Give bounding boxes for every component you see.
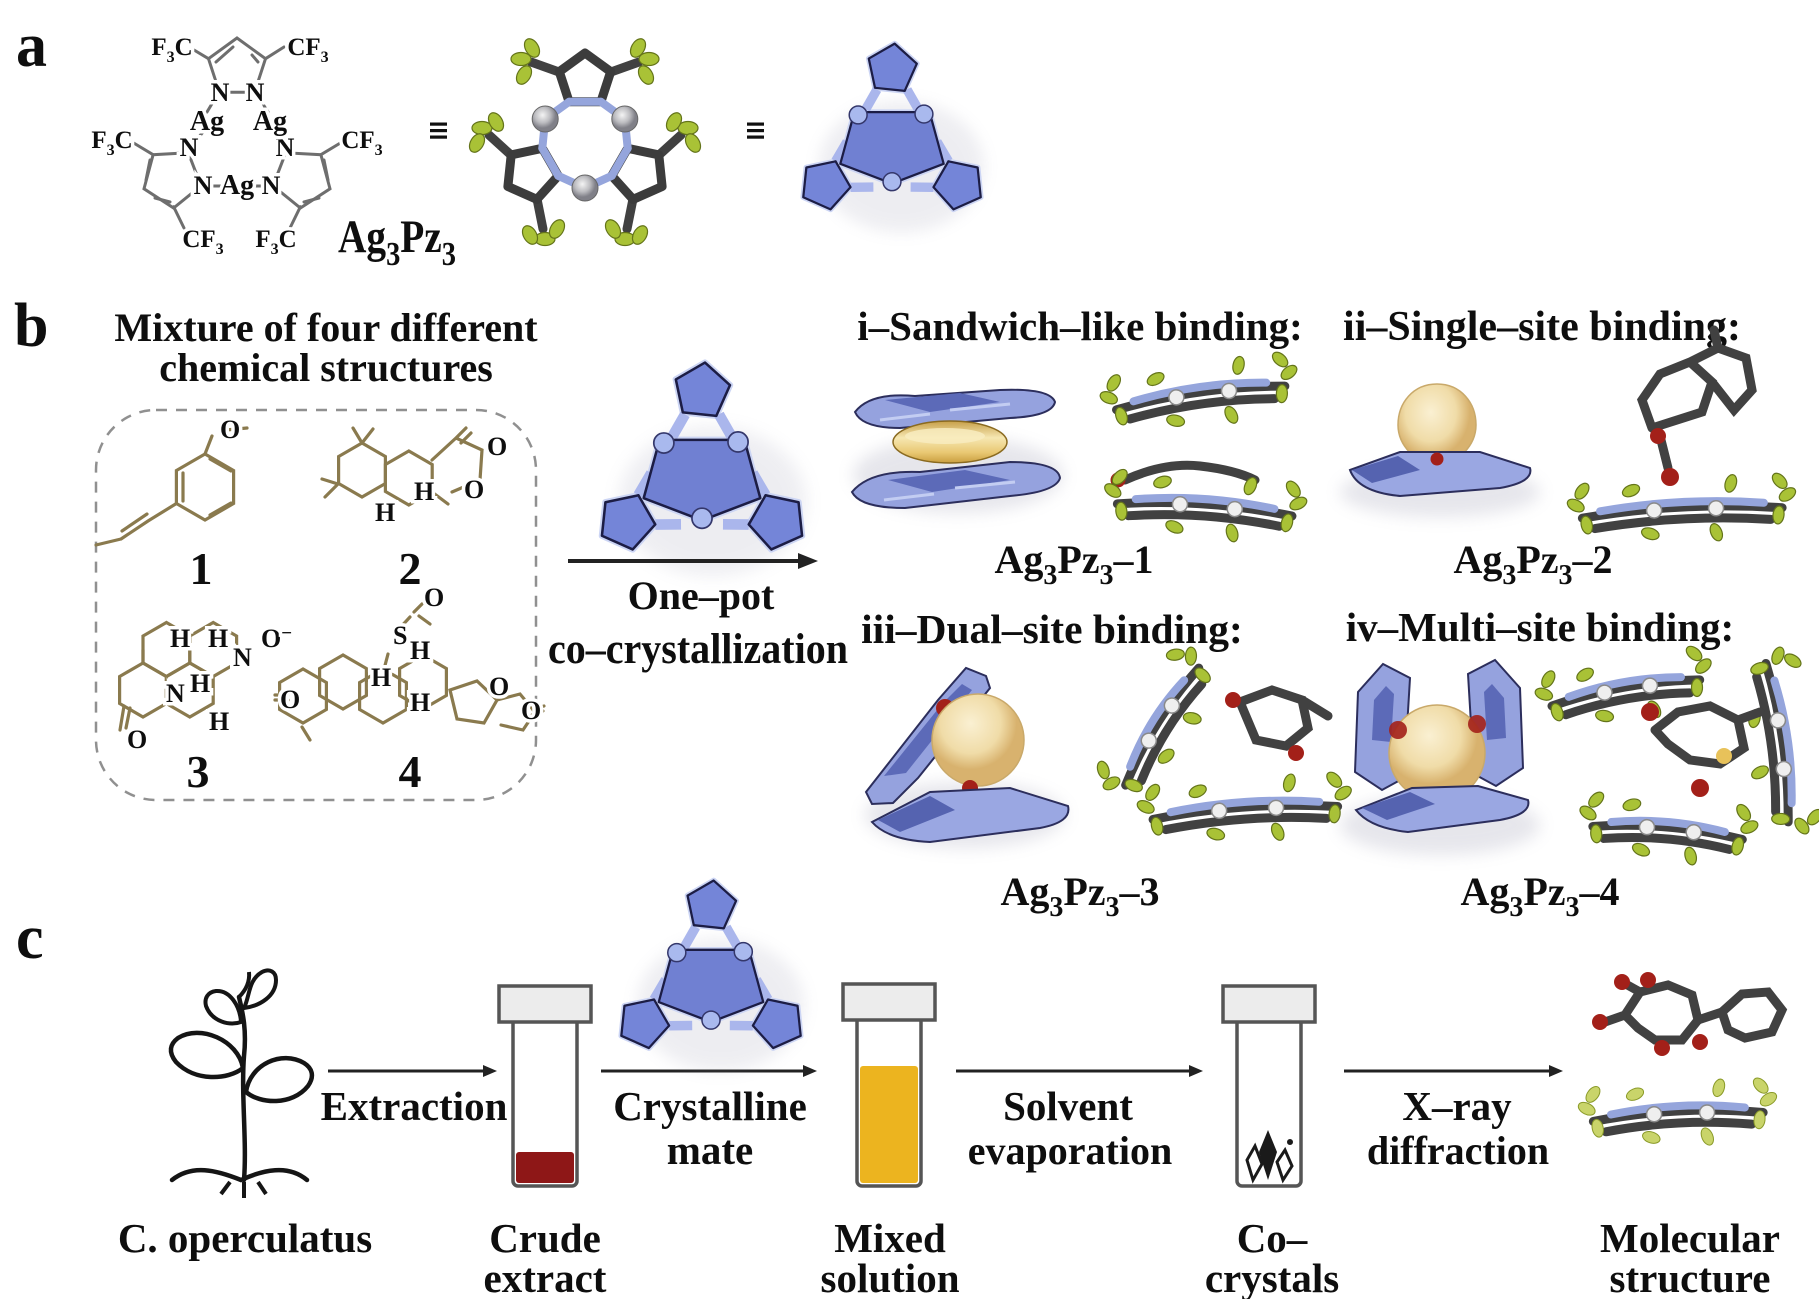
svg-text:Co–: Co–: [1237, 1215, 1308, 1261]
svg-text:Ag: Ag: [220, 170, 254, 201]
svg-text:Extraction: Extraction: [321, 1083, 508, 1129]
svg-text:i–Sandwich–like binding:: i–Sandwich–like binding:: [857, 303, 1302, 349]
svg-text:H: H: [414, 477, 434, 506]
svg-text:iv–Multi–site binding:: iv–Multi–site binding:: [1346, 604, 1734, 650]
svg-text:diffraction: diffraction: [1367, 1128, 1549, 1173]
svg-text:Solvent: Solvent: [1003, 1083, 1133, 1129]
svg-text:N: N: [262, 171, 281, 200]
svg-text:N: N: [194, 171, 213, 200]
svg-text:N: N: [276, 133, 295, 162]
svg-text:Molecular: Molecular: [1600, 1215, 1780, 1261]
svg-text:H: H: [410, 636, 430, 665]
svg-text:4: 4: [399, 746, 422, 797]
svg-text:H: H: [170, 624, 190, 653]
svg-text:O: O: [424, 583, 444, 612]
svg-text:Mixture of four different: Mixture of four different: [114, 305, 538, 350]
svg-text:Ag: Ag: [190, 106, 224, 137]
svg-text:N: N: [211, 78, 230, 107]
svg-text:H: H: [209, 707, 229, 736]
svg-text:Crude: Crude: [489, 1215, 601, 1261]
svg-text:H: H: [410, 688, 430, 717]
svg-text:O: O: [464, 475, 484, 504]
svg-text:mate: mate: [667, 1127, 754, 1173]
svg-text:3: 3: [187, 746, 210, 797]
svg-text:Mixed: Mixed: [834, 1215, 946, 1261]
svg-text:C. operculatus: C. operculatus: [118, 1215, 372, 1261]
svg-text:b: b: [14, 292, 48, 360]
svg-text:2: 2: [399, 543, 422, 594]
svg-text:iii–Dual–site binding:: iii–Dual–site binding:: [861, 606, 1243, 652]
svg-text:H: H: [208, 624, 228, 653]
svg-text:ii–Single–site binding:: ii–Single–site binding:: [1343, 304, 1741, 350]
svg-text:Crystalline: Crystalline: [613, 1083, 807, 1129]
svg-text:structure: structure: [1610, 1255, 1771, 1299]
svg-text:O: O: [521, 696, 541, 725]
svg-text:evaporation: evaporation: [968, 1128, 1172, 1173]
svg-text:N: N: [180, 133, 199, 162]
svg-text:H: H: [190, 669, 210, 698]
svg-text:N: N: [166, 679, 185, 708]
svg-text:co–crystallization: co–crystallization: [548, 626, 848, 673]
svg-text:CF3: CF3: [287, 34, 328, 66]
svg-text:One–pot: One–pot: [628, 573, 775, 618]
svg-text:H: H: [371, 663, 391, 692]
svg-text:N: N: [233, 643, 252, 672]
svg-text:1: 1: [190, 543, 213, 594]
svg-text:c: c: [16, 904, 44, 972]
svg-text:X–ray: X–ray: [1402, 1083, 1512, 1129]
svg-text:H: H: [375, 498, 395, 527]
svg-text:crystals: crystals: [1205, 1255, 1339, 1299]
svg-text:extract: extract: [484, 1255, 607, 1299]
svg-text:a: a: [16, 12, 47, 80]
svg-text:O: O: [487, 432, 507, 461]
svg-text:solution: solution: [821, 1255, 960, 1299]
svg-text:O: O: [127, 725, 147, 754]
svg-text:O: O: [280, 685, 300, 714]
svg-text:S: S: [393, 621, 407, 650]
svg-text:O: O: [220, 415, 240, 444]
svg-text:N: N: [246, 78, 265, 107]
svg-text:Ag: Ag: [253, 106, 287, 137]
svg-text:chemical structures: chemical structures: [159, 345, 493, 390]
svg-text:O: O: [489, 672, 509, 701]
